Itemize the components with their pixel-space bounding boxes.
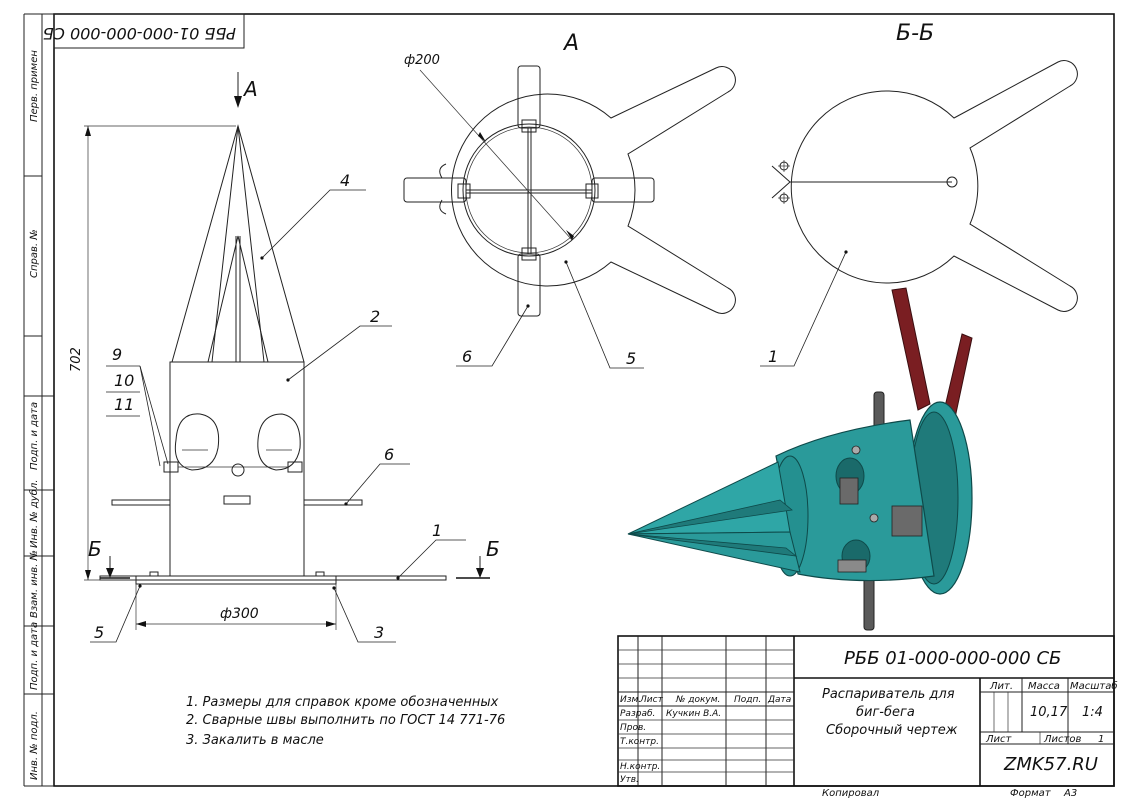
role-label: Н.контр. [620,762,660,772]
section-mark-left: Б [88,537,102,561]
dim-height: 702 [69,347,84,372]
mass-value: 10,17 [1030,705,1068,720]
side-label: Инв. № дубл. [28,480,40,548]
role-label: Разраб. [620,709,655,719]
isometric-3d-model [627,287,973,631]
callout-10: 10 [114,371,134,390]
section-b-b: Б-Б 1 [760,21,1078,367]
callout-2: 2 [370,307,380,326]
scale-value: 1:4 [1082,705,1103,720]
top-designation-stamp: РББ 01-000-000-000 СБ [43,13,245,49]
note-line: 2. Сварные швы выполнить по ГОСТ 14 771-… [186,713,505,728]
dim-diameter-top: ф200 [404,53,440,68]
top-view-a: А ф200 6 5 [403,31,736,369]
role-label: Пров. [620,723,646,733]
title-block: РББ 01-000-000-000 СБ Распариватель для … [617,635,1118,787]
sheets-value: 1 [1098,734,1104,745]
note-line: 3. Закалить в масле [186,733,324,748]
view-a-title: А [562,31,579,56]
col-header: № докум. [675,695,720,705]
callout-3: 3 [374,623,384,642]
top-designation-text: РББ 01-000-000-000 СБ [43,24,236,43]
side-label: Подп. и дата [29,622,40,690]
scale-label: Масштаб [1070,680,1118,692]
callout-11: 11 [114,395,134,414]
front-view: А 702 [69,72,500,643]
side-label: Взам. инв. № [29,550,40,618]
role-label: Т.контр. [620,737,659,747]
title-line: Распариватель для [822,687,955,702]
developer-name: Кучкин В.А. [666,709,721,719]
section-title: Б-Б [896,21,934,46]
view-a-marker: А [242,77,258,101]
callout-1-front: 1 [432,521,442,540]
drawing-frame [53,13,1115,787]
col-header: Лист [639,695,664,705]
sheet-label: Лист [985,734,1013,745]
lit-label: Лит. [989,681,1013,692]
side-label: Справ. № [29,229,40,278]
side-margin-strip: Перв. примен Справ. № Подп. и дата Инв. … [23,13,54,787]
model-handle [891,287,931,411]
callout-4: 4 [340,171,350,190]
side-label: Подп. и дата [29,402,40,470]
col-header: Изм. [620,695,641,705]
role-label: Утв. [620,775,639,785]
format-label: Формат [1010,788,1052,799]
sheets-label: Листов [1043,734,1081,745]
callout-6-front: 6 [384,445,394,464]
dim-diameter-front: ф300 [220,606,259,622]
format-value: А3 [1063,788,1077,799]
org-name: ZMK57.RU [1003,754,1098,775]
model-spike [627,461,791,535]
title-designation: РББ 01-000-000-000 СБ [844,648,1061,669]
section-mark-right: Б [486,537,500,561]
col-header: Подп. [734,695,761,705]
note-line: 1. Размеры для справок кроме обозначенны… [186,695,499,710]
callout-5-front: 5 [94,623,104,642]
side-label: Перв. примен [29,50,40,122]
copied-label: Копировал [822,788,880,799]
callout-6-top: 6 [462,347,472,366]
mass-label: Масса [1028,681,1060,692]
title-line: Сборочный чертеж [826,723,958,738]
technical-notes: 1. Размеры для справок кроме обозначенны… [186,695,505,748]
callout-1-section: 1 [768,347,778,366]
callout-9: 9 [112,345,122,364]
title-line: биг-бега [856,705,915,720]
callout-5-top: 5 [626,349,636,368]
side-label: Инв. № подл. [29,711,40,780]
col-header: Дата [767,695,791,705]
